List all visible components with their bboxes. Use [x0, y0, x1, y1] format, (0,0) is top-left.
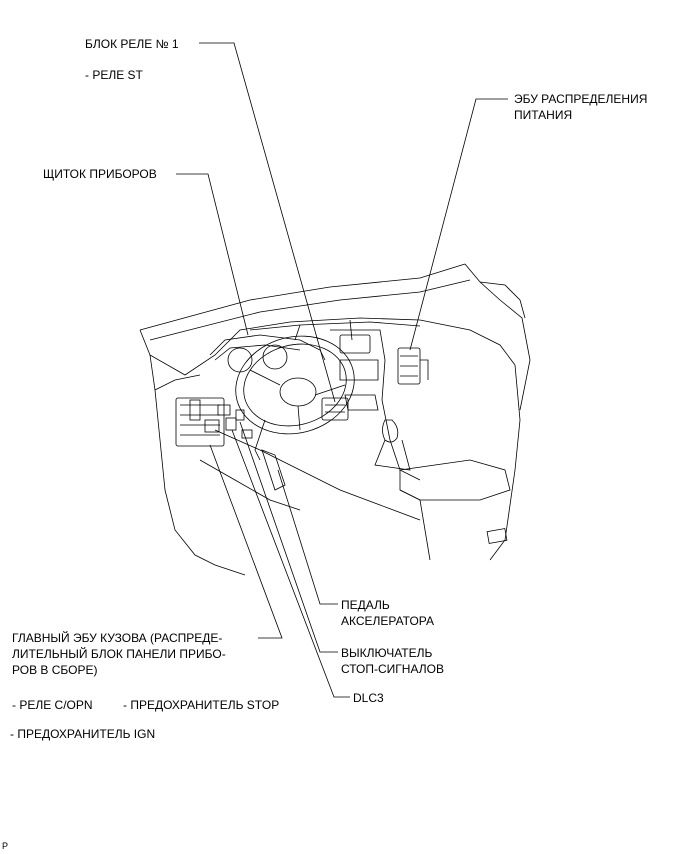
steering-wheel	[235, 335, 355, 435]
leader-instrument-cluster	[176, 173, 249, 336]
accelerator-pedal-label: ПЕДАЛЬ АКСЕЛЕРАТОРА	[341, 598, 435, 628]
corner-mark: P	[2, 841, 9, 851]
stop-switch-label: ВЫКЛЮЧАТЕЛЬ СТОП-СИГНАЛОВ	[341, 646, 444, 676]
a-pillar-right	[464, 263, 531, 411]
leader-power-ecu	[409, 98, 508, 351]
relay-copn-label: - РЕЛЕ C/OPN	[12, 698, 93, 712]
door-panel	[489, 364, 521, 561]
power-ecu-box	[397, 347, 421, 385]
fuse-block-body	[175, 397, 225, 447]
fuse-stop-label: - ПРЕДОХРАНИТЕЛЬ STOP	[123, 698, 280, 712]
accelerator-pedal	[261, 449, 286, 491]
dashboard-top	[139, 317, 516, 376]
dlc3-label: DLC3	[353, 691, 384, 705]
left-door	[149, 354, 246, 576]
windshield-inner	[149, 279, 471, 341]
leader-accel-pedal	[277, 469, 338, 605]
leader-stop-switch	[239, 421, 338, 653]
power-distribution-ecu-label: ЭБУ РАСПРЕДЕЛЕНИЯ ПИТАНИЯ	[514, 92, 648, 122]
armrest	[399, 459, 511, 501]
leader-dlc3	[231, 429, 350, 698]
leader-relay-block	[199, 42, 336, 403]
instrument-cluster-label: ЩИТОК ПРИБОРОВ	[43, 167, 157, 181]
gear-shifter	[382, 419, 399, 443]
relay-st-label: - РЕЛЕ ST	[85, 68, 143, 82]
windshield-outline	[139, 263, 466, 331]
main-body-ecu-label: ГЛАВНЫЙ ЭБУ КУЗОВА (РАСПРЕДЕ- ЛИТЕЛЬНЫЙ …	[12, 631, 226, 677]
relay-block-1-label: БЛОК РЕЛЕ № 1	[85, 37, 179, 51]
fuse-ign-label: - ПРЕДОХРАНИТЕЛЬ IGN	[10, 727, 156, 741]
relay-block	[321, 397, 349, 421]
leader-main-body-ecu	[209, 444, 283, 639]
